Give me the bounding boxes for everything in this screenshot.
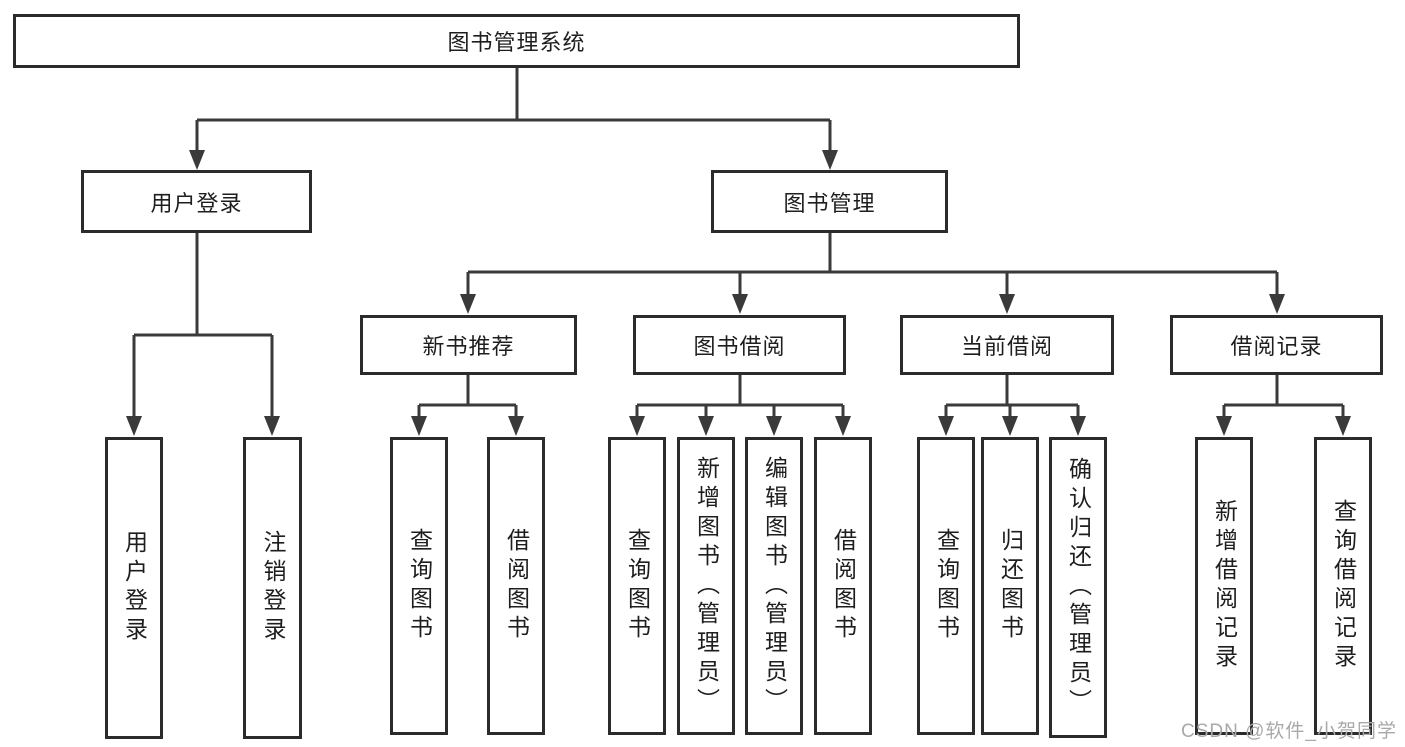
- leaf-br-add-record: 新增借阅记录: [1195, 437, 1253, 735]
- leaf-nb-borrow-books: 借阅图书: [487, 437, 545, 735]
- arrowheads: [126, 150, 1351, 436]
- csdn-watermark: CSDN @软件_小贺同学: [1181, 721, 1397, 742]
- leaf-bb-add-books-admin: 新增图书（管理员）: [677, 437, 735, 735]
- node-root-book-management-system: 图书管理系统: [13, 14, 1020, 68]
- leaf-user-login: 用户登录: [105, 437, 163, 739]
- node-book-borrowing: 图书借阅: [633, 315, 846, 375]
- node-borrowing-records: 借阅记录: [1170, 315, 1383, 375]
- leaf-bb-query-books: 查询图书: [608, 437, 666, 735]
- node-new-book-recommend: 新书推荐: [360, 315, 577, 375]
- leaf-br-query-record: 查询借阅记录: [1314, 437, 1372, 735]
- leaf-bb-edit-books-admin: 编辑图书（管理员）: [745, 437, 803, 735]
- leaf-bb-borrow-books: 借阅图书: [814, 437, 872, 735]
- leaf-cb-query-books: 查询图书: [917, 437, 975, 735]
- node-book-management: 图书管理: [711, 170, 948, 233]
- leaf-cb-return-books: 归还图书: [981, 437, 1039, 735]
- node-current-borrowing: 当前借阅: [900, 315, 1114, 375]
- leaf-cb-confirm-return-admin: 确认归还（管理员）: [1049, 437, 1107, 738]
- leaf-logout: 注销登录: [243, 437, 302, 739]
- leaf-nb-query-books: 查询图书: [390, 437, 448, 735]
- node-user-login: 用户登录: [81, 170, 312, 233]
